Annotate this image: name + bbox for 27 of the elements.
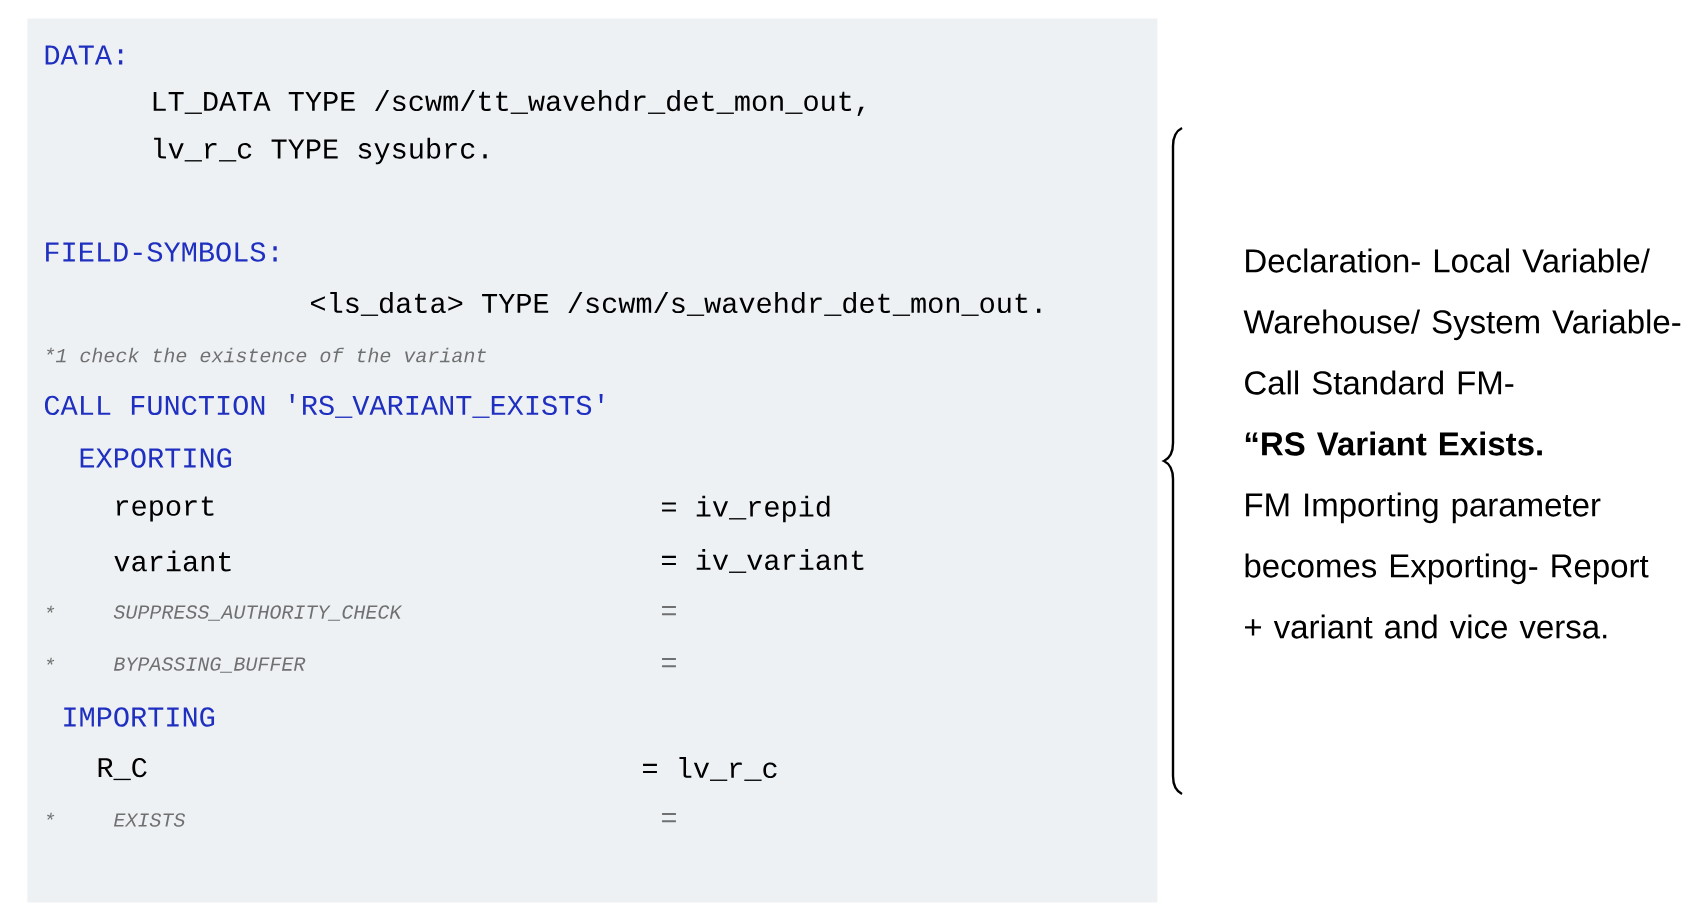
code-line: = iv_variant: [662, 549, 864, 573]
code-line: <ls_data> TYPE /scwm/s_wavehdr_det_mon_out.: [311, 292, 1041, 316]
code-line: =: [662, 658, 676, 668]
code-line: *1 check the existence of the variant: [47, 347, 486, 363]
code-line: variant: [114, 550, 231, 572]
annotation-text: Declaration- Local Variable/ Warehouse/ System Variable- Call Standard FM-: [1243, 248, 1681, 395]
annotation-text: FM Importing parameter becomes Exporting- Report + variant and vice versa.: [1245, 492, 1649, 639]
code-line: report: [116, 496, 214, 522]
code-line: =: [662, 813, 676, 823]
code-line: R_C: [98, 757, 147, 781]
code-line: SUPPRESS_AUTHORITY_CHECK: [113, 605, 403, 621]
code-line: EXPORTING: [80, 448, 232, 468]
code-line: *: [47, 605, 55, 613]
code-line: = iv_repid: [662, 495, 830, 523]
code-line: BYPASSING_BUFFER: [113, 657, 306, 673]
code-line: EXISTS: [113, 813, 186, 827]
code-line: = lv_r_c: [643, 757, 777, 781]
code-line: IMPORTING: [64, 707, 215, 727]
code-line: DATA:: [45, 45, 123, 65]
code-line: *: [47, 812, 55, 820]
code-line: LT_DATA TYPE /scwm/tt_wavehdr_det_mon_out,: [153, 90, 864, 116]
code-line: FIELD-SYMBOLS:: [46, 242, 277, 262]
code-line: =: [662, 606, 676, 616]
code-line: CALL FUNCTION 'RS_VARIANT_EXISTS': [44, 394, 603, 418]
code-line: lv_r_c TYPE sysubrc.: [154, 137, 487, 165]
annotation-text: “RS Variant Exists.: [1245, 431, 1542, 456]
code-line: *: [47, 657, 55, 665]
